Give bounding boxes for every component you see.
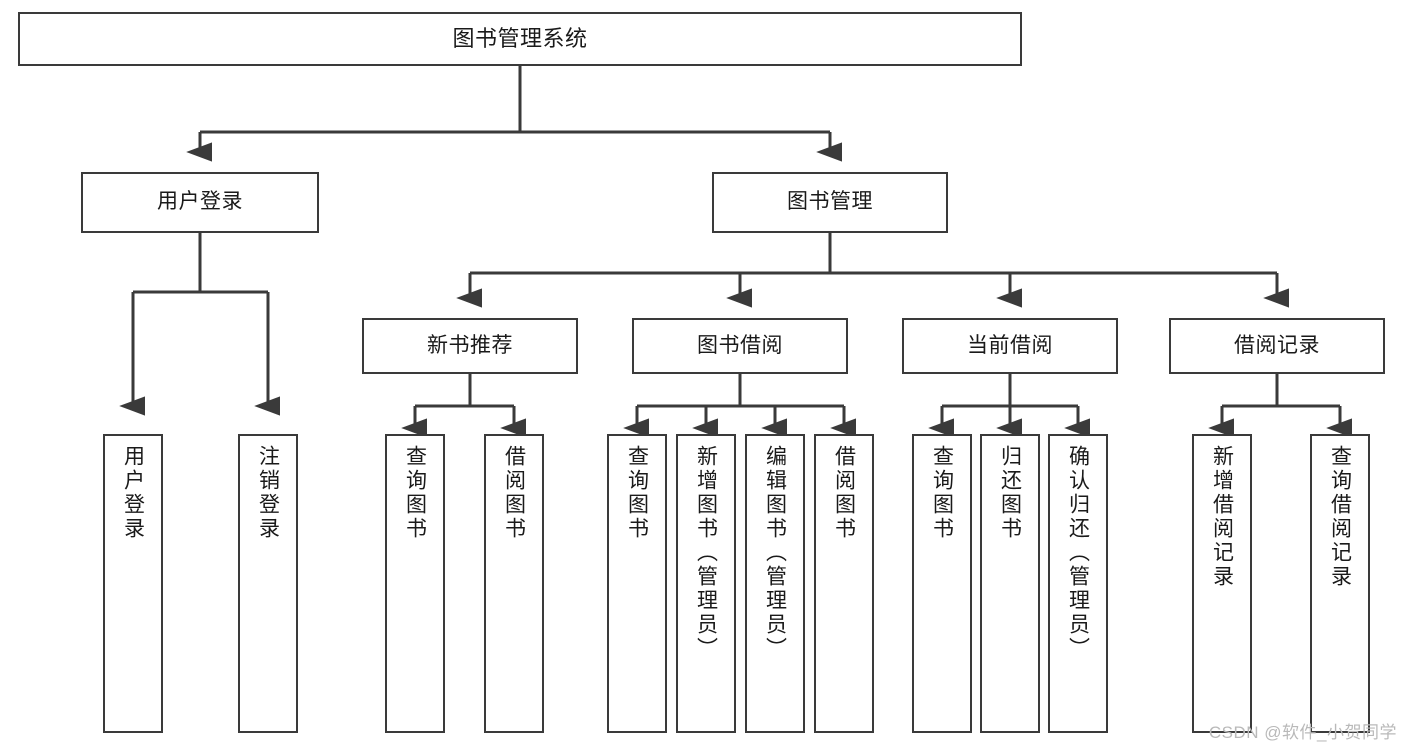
node-current-borrow-label: 当前借阅: [967, 333, 1053, 357]
leaf-current-query-book-label: 查询图书: [930, 445, 954, 541]
leaf-record-add-label: 新增借阅记录: [1210, 445, 1234, 589]
leaf-borrow-add-book-label: 新增图书（管理员）: [694, 445, 718, 661]
leaf-user-login-logout-label: 注销登录: [256, 445, 280, 541]
leaf-borrow-add-book[interactable]: 新增图书（管理员）: [676, 434, 736, 733]
leaf-borrow-query-book[interactable]: 查询图书: [607, 434, 667, 733]
leaf-user-login-login-label: 用户登录: [121, 445, 145, 541]
node-borrow-record-label: 借阅记录: [1234, 333, 1320, 357]
node-book-borrow[interactable]: 图书借阅: [632, 318, 848, 374]
leaf-borrow-edit-book[interactable]: 编辑图书（管理员）: [745, 434, 805, 733]
node-borrow-record[interactable]: 借阅记录: [1169, 318, 1385, 374]
node-user-login-label: 用户登录: [157, 190, 243, 214]
leaf-record-add[interactable]: 新增借阅记录: [1192, 434, 1252, 733]
node-root[interactable]: 图书管理系统: [18, 12, 1022, 66]
leaf-current-query-book[interactable]: 查询图书: [912, 434, 972, 733]
node-current-borrow[interactable]: 当前借阅: [902, 318, 1118, 374]
leaf-borrow-borrow-book-label: 借阅图书: [832, 445, 856, 541]
leaf-new-book-borrow-label: 借阅图书: [502, 445, 526, 541]
leaf-new-book-borrow[interactable]: 借阅图书: [484, 434, 544, 733]
leaf-current-return-book[interactable]: 归还图书: [980, 434, 1040, 733]
leaf-user-login-logout[interactable]: 注销登录: [238, 434, 298, 733]
leaf-borrow-borrow-book[interactable]: 借阅图书: [814, 434, 874, 733]
leaf-current-confirm-return[interactable]: 确认归还（管理员）: [1048, 434, 1108, 733]
leaf-current-confirm-return-label: 确认归还（管理员）: [1066, 445, 1090, 661]
node-user-login[interactable]: 用户登录: [81, 172, 319, 233]
leaf-new-book-query-label: 查询图书: [403, 445, 427, 541]
leaf-user-login-login[interactable]: 用户登录: [103, 434, 163, 733]
watermark: CSDN @软件_小贺同学: [1208, 723, 1397, 742]
node-root-label: 图书管理系统: [452, 26, 588, 52]
leaf-borrow-query-book-label: 查询图书: [625, 445, 649, 541]
leaf-record-query[interactable]: 查询借阅记录: [1310, 434, 1370, 733]
node-book-borrow-label: 图书借阅: [697, 333, 783, 357]
leaf-new-book-query[interactable]: 查询图书: [385, 434, 445, 733]
leaf-current-return-book-label: 归还图书: [998, 445, 1022, 541]
node-new-book-recommend-label: 新书推荐: [427, 333, 513, 357]
node-book-manage[interactable]: 图书管理: [712, 172, 948, 233]
leaf-borrow-edit-book-label: 编辑图书（管理员）: [763, 445, 787, 661]
node-new-book-recommend[interactable]: 新书推荐: [362, 318, 578, 374]
leaf-record-query-label: 查询借阅记录: [1328, 445, 1352, 589]
node-book-manage-label: 图书管理: [787, 190, 873, 214]
